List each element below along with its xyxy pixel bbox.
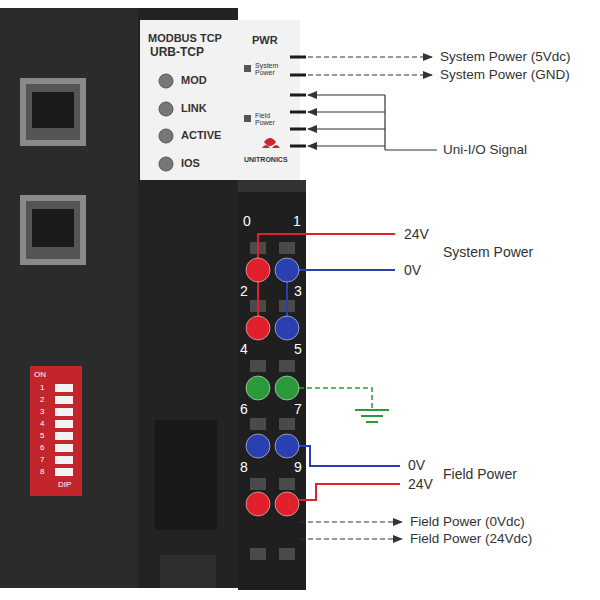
led-label: MOD: [181, 74, 207, 87]
led-caption: System Power: [255, 62, 289, 77]
dip-number: 8: [40, 467, 44, 476]
dip-number: 5: [40, 431, 44, 440]
voltage-label: 24V: [408, 476, 433, 492]
dip-number: 6: [40, 443, 44, 452]
dip-label: ON: [34, 370, 46, 379]
signal-label: Field Power (24Vdc): [410, 531, 532, 547]
power-label: Field Power: [443, 466, 517, 482]
dip-number: 3: [40, 407, 44, 416]
dip-number: 4: [40, 419, 44, 428]
signal-label: Uni-I/O Signal: [443, 142, 527, 158]
terminal-number: 1: [293, 213, 301, 229]
terminal-number: 3: [294, 283, 302, 299]
terminal-number: 5: [294, 341, 302, 357]
led-label: ACTIVE: [181, 129, 221, 142]
led-caption: Field Power: [255, 112, 289, 127]
dip-number: 1: [40, 383, 44, 392]
voltage-label: 0V: [404, 262, 421, 278]
brand-name: UNITRONICS: [244, 156, 288, 164]
terminal-number: 8: [240, 459, 248, 475]
terminal-number: 7: [294, 401, 302, 417]
voltage-label: 24V: [404, 226, 429, 242]
signal-label: System Power (5Vdc): [440, 49, 571, 65]
power-label: System Power: [443, 244, 533, 260]
led-label: IOS: [181, 157, 200, 170]
signal-label: System Power (GND): [440, 67, 570, 83]
dip-number: 7: [40, 455, 44, 464]
model-name: URB-TCP: [150, 46, 204, 60]
panel-title: MODBUS TCP: [148, 32, 222, 45]
dip-number: 2: [40, 395, 44, 404]
terminal-number: 0: [243, 213, 251, 229]
led-label: LINK: [181, 102, 207, 115]
signal-label: Field Power (0Vdc): [410, 514, 525, 530]
voltage-label: 0V: [408, 457, 425, 473]
panel-heading: PWR: [252, 34, 278, 47]
terminal-number: 6: [240, 401, 248, 417]
terminal-number: 4: [240, 341, 248, 357]
terminal-number: 2: [240, 283, 248, 299]
dip-label: DIP: [58, 480, 71, 489]
terminal-number: 9: [294, 459, 302, 475]
